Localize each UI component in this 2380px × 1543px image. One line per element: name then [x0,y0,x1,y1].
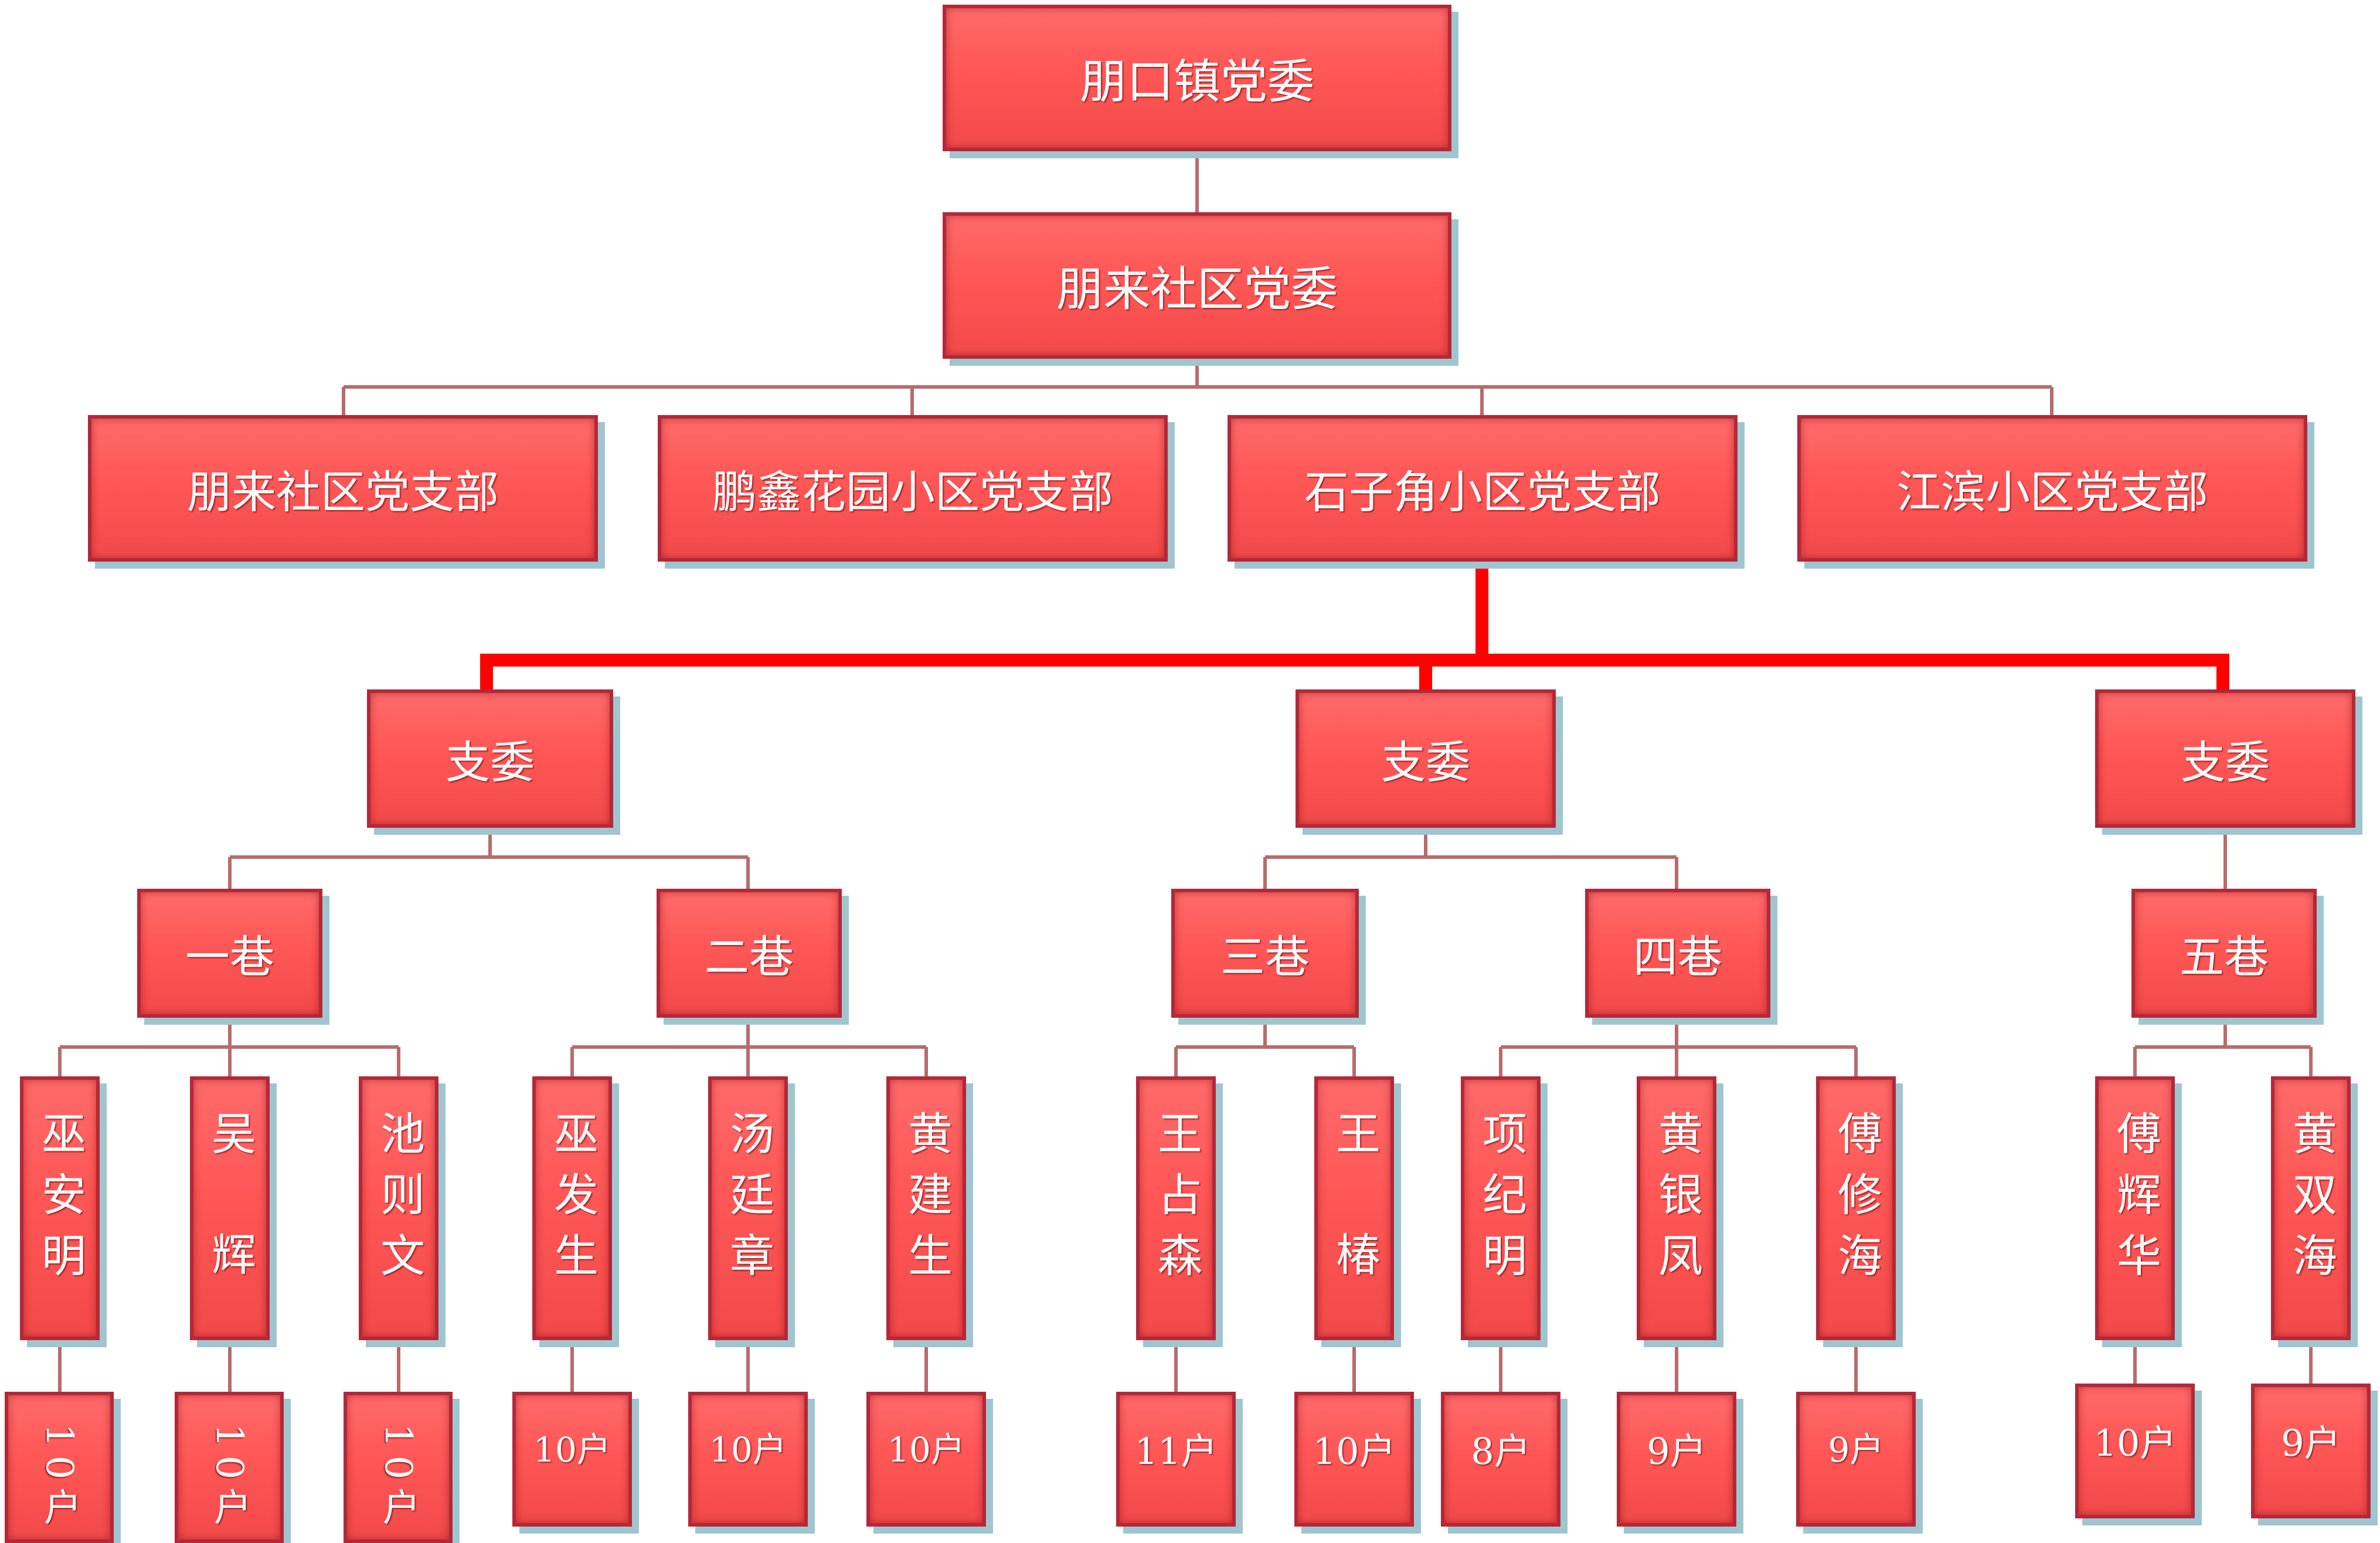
household-count: 9户 [2281,1422,2341,1464]
household-node: 10户 [866,1392,986,1527]
lane-label: 五巷 [2180,931,2269,983]
member-name: 池则文 [373,1110,425,1293]
household-node: 9户 [2251,1384,2371,1518]
lane-label: 四巷 [1633,931,1722,983]
member-node: 王占森 [1136,1076,1216,1340]
household-node: 10户 [344,1392,453,1543]
branch-node: 鹏鑫花园小区党支部 [658,415,1168,562]
member-name: 傅辉华 [2109,1110,2161,1293]
household-node: 10户 [688,1392,808,1527]
committee-node: 支委 [2095,689,2355,828]
lane-node: 五巷 [2131,889,2317,1018]
branch-label: 朋来社区党支部 [187,466,499,518]
branch-label: 石子角小区党支部 [1304,466,1661,518]
member-node: 项纪明 [1461,1076,1541,1340]
member-node: 傅辉华 [2095,1076,2175,1340]
thin-connectors [58,151,2313,1392]
community-node: 朋来社区党委 [943,212,1451,359]
member-node: 傅修海 [1816,1076,1896,1340]
member-name: 巫安明 [34,1110,86,1293]
branch-node: 朋来社区党支部 [88,415,598,562]
member-name: 项纪明 [1475,1110,1527,1293]
highlight-connectors [480,556,2229,696]
member-node: 巫安明 [20,1076,100,1340]
household-count: 10户 [376,1423,420,1534]
lane-node: 三巷 [1171,889,1359,1018]
household-node: 10户 [512,1392,632,1527]
member-node: 黄建生 [886,1076,966,1340]
branch-node: 江滨小区党支部 [1797,415,2307,562]
household-node: 8户 [1441,1392,1560,1527]
household-node: 10户 [175,1392,284,1543]
member-name: 王椿 [1328,1110,1381,1352]
branch-label: 鹏鑫花园小区党支部 [712,466,1113,518]
lane-label: 一巷 [185,931,274,983]
root-label: 朋口镇党委 [1080,55,1314,109]
member-name: 汤廷章 [722,1110,774,1293]
member-name: 吴辉 [204,1110,256,1352]
lane-label: 三巷 [1220,931,1310,983]
member-node: 吴辉 [190,1076,270,1352]
member-node: 池则文 [359,1076,438,1340]
member-node: 汤廷章 [708,1076,788,1340]
member-name: 黄银凤 [1651,1110,1703,1293]
branch-label: 江滨小区党支部 [1896,466,2208,518]
committee-node: 支委 [1296,689,1556,828]
member-name: 王占森 [1150,1110,1202,1293]
household-node: 10户 [2075,1384,2195,1518]
root-node: 朋口镇党委 [943,5,1451,151]
branch-node: 石子角小区党支部 [1228,415,1738,562]
community-label: 朋来社区党委 [1056,262,1338,317]
committee-node: 支委 [367,689,613,828]
lane-node: 四巷 [1585,889,1770,1018]
member-node: 黄银凤 [1637,1076,1716,1340]
committee-label: 支委 [1381,736,1470,789]
lane-node: 二巷 [657,889,842,1018]
household-node: 11户 [1116,1392,1236,1527]
lane-node: 一巷 [137,889,322,1018]
member-node: 巫发生 [532,1076,612,1340]
member-name: 巫发生 [546,1110,599,1293]
household-node: 10户 [1294,1392,1414,1527]
household-count: 10户 [2093,1422,2177,1464]
member-name: 黄双海 [2285,1110,2337,1293]
household-count: 10户 [38,1423,81,1534]
household-node: 9户 [1617,1392,1736,1527]
household-count: 8户 [1471,1430,1531,1473]
committee-label: 支委 [2181,736,2270,789]
household-count: 10户 [1313,1430,1396,1473]
member-name: 黄建生 [900,1110,953,1293]
household-count: 9户 [1647,1430,1706,1473]
household-count: 10户 [533,1430,611,1470]
household-count: 11户 [1134,1430,1218,1473]
household-count: 9户 [1828,1430,1884,1470]
committee-label: 支委 [446,736,535,789]
household-node: 9户 [1796,1392,1916,1527]
member-node: 王椿 [1314,1076,1394,1352]
household-count: 10户 [709,1430,787,1470]
member-name: 傅修海 [1830,1110,1882,1293]
member-node: 黄双海 [2271,1076,2351,1340]
household-count: 10户 [888,1430,965,1470]
household-node: 10户 [5,1392,114,1543]
lane-label: 二巷 [705,931,794,983]
household-count: 10户 [208,1423,251,1534]
